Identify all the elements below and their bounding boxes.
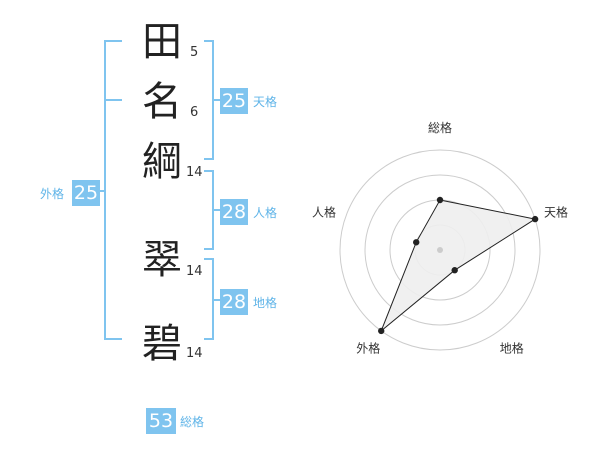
radar-points <box>378 196 539 335</box>
soukaku-label: 総格 <box>180 415 205 429</box>
radar-point-2 <box>531 215 539 223</box>
radar-ring-4 <box>339 149 541 351</box>
kanji-2: 名 <box>142 79 182 125</box>
tenkaku-bracket <box>204 40 214 160</box>
chikaku-bracket <box>204 258 214 340</box>
gaikaku-tick <box>98 190 106 192</box>
chikaku-tick <box>214 299 222 301</box>
radar-point-5 <box>413 239 420 246</box>
tenkaku-tick <box>214 99 222 101</box>
kanji-5: 碧 <box>142 321 182 367</box>
tenkaku-label: 天格 <box>253 95 278 109</box>
soukaku-badge: 53 <box>146 408 176 434</box>
stroke-count-3: 14 <box>186 165 203 180</box>
stroke-count-4: 14 <box>186 264 203 279</box>
radar-axis-label-1: 総格 <box>428 120 452 135</box>
gaikaku-inner-tick <box>104 99 122 101</box>
radar-axis-label-3: 地格 <box>500 341 524 356</box>
radar-point-1 <box>436 196 444 204</box>
gaikaku-bracket <box>104 40 122 340</box>
radar-axis-label-5: 人格 <box>312 204 336 219</box>
radar-center-dot <box>437 247 443 253</box>
stroke-count-2: 6 <box>190 105 199 120</box>
tenkaku-badge: 25 <box>220 88 248 114</box>
radar-point-4 <box>378 327 385 335</box>
radar-area <box>380 199 537 332</box>
chikaku-label: 地格 <box>253 296 278 310</box>
gaikaku-badge: 25 <box>72 180 100 206</box>
kanji-1: 田 <box>142 19 182 65</box>
jinkaku-bracket <box>204 170 214 250</box>
stroke-count-5: 14 <box>186 346 203 361</box>
radar-axis-label-4: 外格 <box>356 341 380 356</box>
kanji-4: 翠 <box>142 237 182 283</box>
radar-axis-label-2: 天格 <box>544 204 568 219</box>
chikaku-badge: 28 <box>220 289 248 315</box>
jinkaku-badge: 28 <box>220 199 248 225</box>
jinkaku-tick <box>214 209 222 211</box>
radar-point-3 <box>451 267 458 274</box>
gaikaku-label: 外格 <box>40 187 65 201</box>
radar-ring-3 <box>364 174 516 326</box>
jinkaku-label: 人格 <box>253 206 278 220</box>
stroke-count-1: 5 <box>190 45 199 60</box>
kanji-3: 綱 <box>142 139 182 185</box>
